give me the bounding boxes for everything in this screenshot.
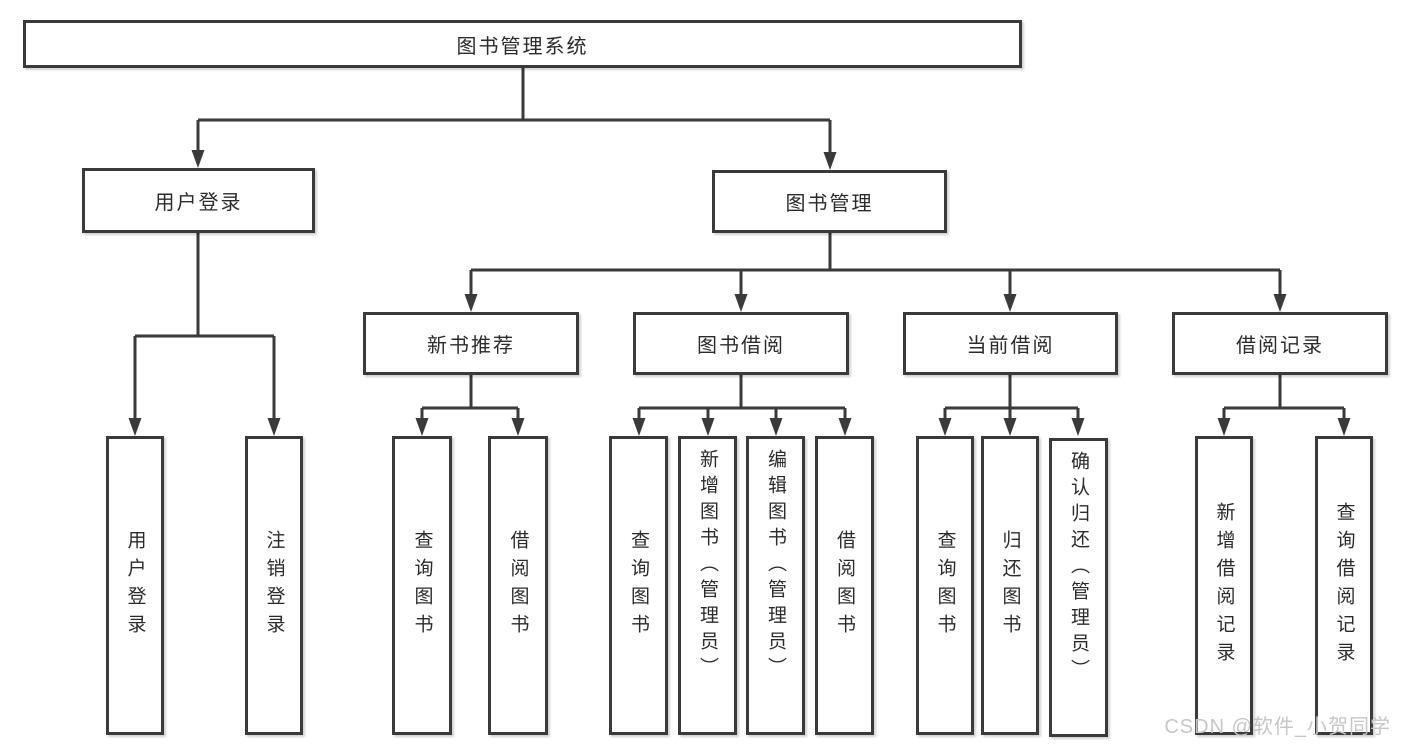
leaf-logout: 注销登录: [245, 436, 303, 735]
leaf-bb-borrow-book: 借阅图书: [815, 436, 874, 735]
leaf-cb-return-book-label: 归还图书: [999, 529, 1021, 642]
leaf-user-login-label: 用户登录: [124, 529, 146, 642]
leaf-user-login: 用户登录: [106, 436, 164, 735]
leaf-cb-return-book: 归还图书: [981, 436, 1039, 735]
leaf-logout-label: 注销登录: [263, 529, 285, 642]
node-new-book-recommend: 新书推荐: [363, 312, 579, 375]
leaf-bb-query-book: 查询图书: [609, 436, 668, 735]
node-user-login: 用户登录: [82, 168, 315, 233]
node-borrow-records-label: 借阅记录: [1236, 335, 1324, 357]
node-root-label: 图书管理系统: [456, 35, 589, 58]
node-book-management-label: 图书管理: [785, 193, 874, 215]
leaf-cb-query-book: 查询图书: [916, 436, 974, 735]
leaf-nb-query-book: 查询图书: [392, 436, 452, 735]
leaf-cb-confirm-return-label: 确认归还（管理员）: [1068, 451, 1089, 685]
node-borrow-records: 借阅记录: [1172, 312, 1388, 375]
node-current-borrow-label: 当前借阅: [966, 335, 1055, 357]
node-book-borrow: 图书借阅: [633, 312, 849, 375]
leaf-nb-borrow-book-label: 借阅图书: [507, 529, 529, 642]
node-book-borrow-label: 图书借阅: [697, 335, 785, 357]
leaf-cb-confirm-return: 确认归还（管理员）: [1049, 438, 1108, 737]
leaf-bb-add-book-label: 新增图书（管理员）: [697, 449, 718, 683]
node-current-borrow: 当前借阅: [903, 312, 1118, 375]
node-new-book-recommend-label: 新书推荐: [427, 335, 515, 357]
leaf-bb-borrow-book-label: 借阅图书: [834, 529, 855, 642]
leaf-cb-query-book-label: 查询图书: [934, 529, 956, 642]
leaf-bb-edit-book-label: 编辑图书（管理员）: [765, 449, 786, 683]
leaf-bb-edit-book: 编辑图书（管理员）: [746, 436, 805, 735]
node-user-login-label: 用户登录: [154, 192, 243, 214]
leaf-br-query-record-label: 查询借阅记录: [1333, 501, 1355, 670]
leaf-nb-borrow-book: 借阅图书: [488, 436, 548, 735]
leaf-br-query-record: 查询借阅记录: [1315, 436, 1373, 735]
csdn-watermark: CSDN @软件_小贺同学: [1164, 716, 1391, 738]
leaf-br-add-record-label: 新增借阅记录: [1213, 501, 1235, 670]
arrowheads: [128, 150, 1351, 436]
leaf-br-add-record: 新增借阅记录: [1195, 436, 1253, 735]
node-root-library-system: 图书管理系统: [23, 20, 1022, 68]
leaf-bb-query-book-label: 查询图书: [628, 529, 649, 642]
node-book-management: 图书管理: [712, 170, 947, 233]
leaf-bb-add-book: 新增图书（管理员）: [678, 436, 737, 735]
leaf-nb-query-book-label: 查询图书: [411, 529, 433, 642]
